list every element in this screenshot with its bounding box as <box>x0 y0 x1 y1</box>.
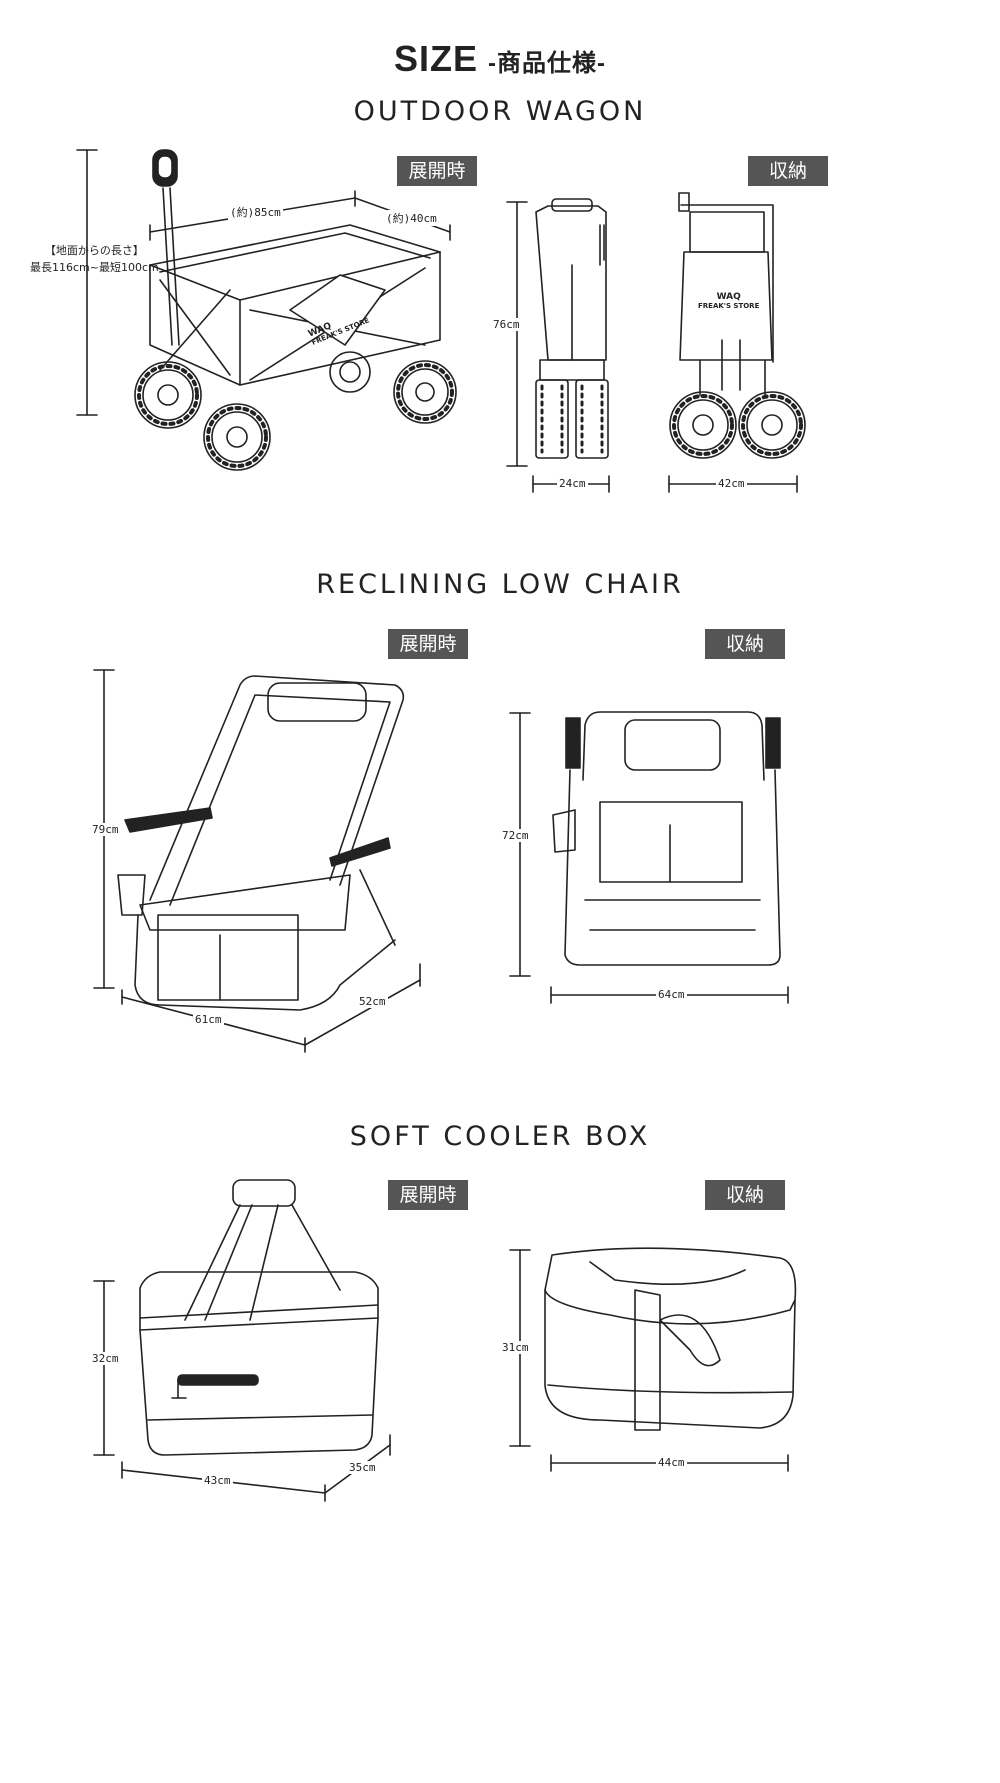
cooler-width-label: 43cm <box>202 1474 233 1487</box>
cooler-open-drawing <box>93 1179 391 1502</box>
wagon-height-note-line2: 最長116cm~最短100cm <box>30 261 159 274</box>
cooler-open-badge: 展開時 <box>388 1180 468 1210</box>
wagon-stored-depth-label: 24cm <box>557 477 588 490</box>
page-subtitle: -商品仕様- <box>488 50 606 77</box>
cooler-stored-badge: 収納 <box>705 1180 785 1210</box>
wagon-stored-badge: 収納 <box>748 156 828 186</box>
wagon-section-title: OUTDOOR WAGON <box>353 96 647 127</box>
wagon-stored-brand-name: WAQ <box>716 292 741 302</box>
wagon-stored-width-label: 42cm <box>716 477 747 490</box>
chair-stored-badge: 収納 <box>705 629 785 659</box>
cooler-stored-width-label: 44cm <box>656 1456 687 1469</box>
wagon-stored-height-label: 76cm <box>491 318 522 331</box>
chair-stored-width-label: 64cm <box>656 988 687 1001</box>
wagon-stored-front-drawing <box>668 192 806 493</box>
wagon-width-label: (約)40cm <box>384 210 439 226</box>
wagon-height-note-line1: 【地面からの長さ】 <box>44 244 144 257</box>
chair-stored-height-label: 72cm <box>500 829 531 842</box>
chair-width-label: 61cm <box>193 1013 224 1026</box>
wagon-height-note: 【地面からの長さ】 最長116cm~最短100cm <box>30 242 159 276</box>
wagon-stored-brand-sub: FREAK'S STORE <box>698 302 760 310</box>
page-title-main: SIZE <box>394 38 479 79</box>
wagon-open-drawing <box>76 149 457 471</box>
cooler-stored-height-label: 31cm <box>500 1341 531 1354</box>
cooler-height-label: 32cm <box>90 1352 121 1365</box>
page-title: SIZE -商品仕様- <box>0 38 1000 80</box>
wagon-stored-side-drawing <box>506 198 610 493</box>
chair-open-badge: 展開時 <box>388 629 468 659</box>
wagon-open-badge: 展開時 <box>397 156 477 186</box>
chair-section-title: RECLINING LOW CHAIR <box>316 569 684 600</box>
wagon-stored-brand-logo: WAQ FREAK'S STORE <box>698 292 759 310</box>
cooler-stored-drawing <box>509 1247 797 1472</box>
chair-stored-drawing <box>509 711 789 1004</box>
cooler-depth-label: 35cm <box>347 1461 378 1474</box>
chair-depth-label: 52cm <box>357 995 388 1008</box>
wagon-length-label: (約)85cm <box>228 204 283 220</box>
chair-height-label: 79cm <box>90 823 121 836</box>
cooler-section-title: SOFT COOLER BOX <box>349 1121 651 1152</box>
chair-open-drawing <box>93 669 421 1053</box>
